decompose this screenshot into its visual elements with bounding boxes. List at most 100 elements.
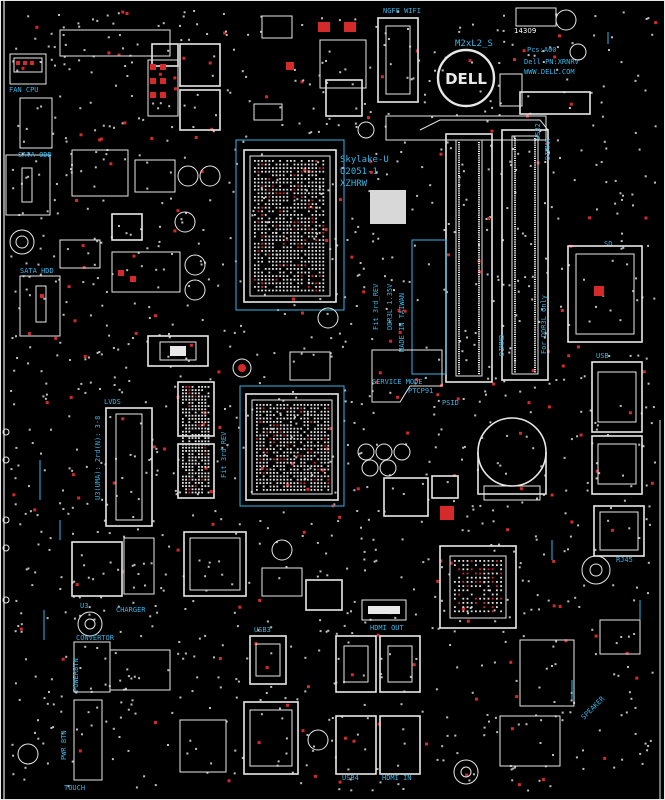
hdmi-out-connector[interactable] bbox=[361, 599, 407, 621]
dimm-keepout bbox=[411, 239, 447, 375]
usb4-connector[interactable] bbox=[335, 635, 377, 693]
usb-port-1[interactable] bbox=[591, 361, 643, 433]
mount-hole-4 bbox=[77, 611, 103, 637]
m2-l2-s-label: M2xL2_S bbox=[455, 39, 493, 49]
usb3-label: USB3 bbox=[254, 626, 271, 634]
ic-u-a bbox=[71, 149, 129, 197]
mount-hole-3 bbox=[581, 555, 611, 585]
dell-pn-label: Dell PN:XRNRV bbox=[524, 58, 580, 66]
u3-charger-label: U3 bbox=[80, 602, 88, 610]
inductor-6 bbox=[431, 475, 459, 499]
ic-bottom-2 bbox=[109, 649, 171, 691]
cap-2 bbox=[199, 165, 221, 187]
convertor-label: CONVERTOR bbox=[76, 634, 115, 642]
svg-text:DELL: DELL bbox=[445, 70, 487, 88]
service-mode-pad bbox=[371, 349, 443, 403]
ptcp-label: PTCP91 bbox=[408, 387, 433, 395]
lvds-label: LVDS bbox=[104, 398, 121, 406]
usb-charge-ic bbox=[319, 39, 367, 89]
power-btn-label: POWERBTN bbox=[72, 658, 80, 692]
sata-odd-connector[interactable] bbox=[5, 154, 51, 216]
hdmi-in-label: HDMI IN bbox=[382, 774, 412, 782]
ngff-wifi-slot[interactable] bbox=[377, 17, 419, 103]
charger-ic bbox=[71, 541, 123, 597]
fan-cpu-label: FAN CPU bbox=[9, 86, 39, 94]
dell-url-label: WWW.DELL.COM bbox=[524, 68, 575, 76]
mount-hole-2 bbox=[555, 9, 577, 31]
sata-hdd-label: SATA HDD bbox=[20, 267, 54, 275]
usb-port-4[interactable] bbox=[379, 715, 421, 775]
pwr-btn-label: PWR BTN bbox=[60, 730, 68, 760]
charger-mosfets bbox=[123, 537, 155, 595]
ic-bottom-right-2 bbox=[499, 715, 561, 767]
ic-mid bbox=[289, 351, 331, 381]
cpu-label-3: XZHRW bbox=[340, 179, 368, 189]
touch-label: TOUCH bbox=[64, 784, 85, 792]
memory-chip-1 bbox=[177, 381, 215, 437]
dimm-a-slot[interactable] bbox=[445, 133, 493, 383]
u3-label: U3(UMA): 2rd(N): 3-8 bbox=[94, 416, 102, 500]
usb-label: USB bbox=[596, 352, 609, 360]
sd-card-slot[interactable] bbox=[567, 245, 643, 343]
ic-mid-left bbox=[59, 239, 101, 269]
connector-mid bbox=[325, 79, 363, 117]
ngff-wifi-label: NGFF WIFI bbox=[383, 7, 421, 15]
inductor-5 bbox=[383, 477, 429, 517]
coin-battery bbox=[477, 417, 547, 487]
cpu-label-2: U2051-1 bbox=[340, 167, 378, 177]
psid-label: PSID bbox=[442, 399, 459, 407]
cpu-keepout bbox=[235, 139, 345, 311]
dimm-b-slot[interactable] bbox=[501, 129, 549, 381]
made-in-label: MADE IN TAIWAN bbox=[398, 293, 406, 352]
pch-fit-label: Fit 3rd_REV bbox=[220, 431, 228, 478]
ic-bottom-right bbox=[519, 639, 575, 707]
usb-port-2[interactable] bbox=[591, 435, 643, 495]
dimm-fit-note: Fit 3rd_REV bbox=[372, 283, 380, 330]
chip-square bbox=[370, 190, 406, 224]
lan-magnetics bbox=[243, 701, 299, 775]
audio-codec bbox=[183, 531, 247, 597]
usb3-connector[interactable] bbox=[249, 635, 287, 685]
cpu-package: Skylake-U U2051-1 XZHRW bbox=[243, 149, 389, 303]
connector-top-right bbox=[519, 91, 591, 115]
cert-marks bbox=[515, 7, 557, 27]
fan-cpu-connector[interactable]: FAN CPU bbox=[9, 53, 47, 94]
usb4-label: USB4 bbox=[342, 774, 359, 782]
ic-lower-2 bbox=[305, 579, 343, 611]
dimm-a-label: DIMMA bbox=[544, 138, 552, 160]
ic-u-b bbox=[134, 159, 176, 193]
sd-label: SD bbox=[604, 240, 612, 248]
dimm-only-label: For DDR3L Only bbox=[540, 295, 548, 354]
sata-hdd-connector[interactable] bbox=[19, 275, 61, 337]
rj45-connector[interactable] bbox=[593, 505, 645, 557]
usb-port-3[interactable] bbox=[335, 715, 377, 775]
hdmi-in-connector[interactable] bbox=[379, 635, 421, 693]
board-code-label: 14309 bbox=[514, 27, 536, 35]
dell-logo: DELL bbox=[436, 48, 496, 108]
touch-connector[interactable] bbox=[73, 699, 103, 781]
speaker-label: SPEAKER bbox=[580, 694, 607, 721]
ic-bottom-left bbox=[179, 719, 227, 773]
dimm-ddr-note: DDR3L 1.35V bbox=[386, 283, 394, 330]
usb2-label: USB2 bbox=[534, 123, 542, 140]
sata-odd-label: SATA ODD bbox=[18, 151, 52, 159]
inductor-2 bbox=[179, 43, 221, 87]
speaker-connector[interactable] bbox=[599, 619, 641, 655]
service-mode-label: SERVICE MODE bbox=[372, 378, 423, 386]
inductor-3 bbox=[179, 89, 221, 131]
cap-1 bbox=[177, 165, 199, 187]
power-stage bbox=[147, 59, 179, 117]
ic-lower-1 bbox=[261, 567, 303, 597]
small-ic-1 bbox=[261, 15, 293, 39]
lvds-connector[interactable] bbox=[105, 407, 153, 527]
mount-hole-5 bbox=[17, 743, 39, 765]
pch-package bbox=[245, 393, 339, 501]
cpu-label-1: Skylake-U bbox=[340, 155, 389, 165]
charger-label: CHARGER bbox=[116, 606, 146, 614]
mount-hole-6 bbox=[453, 759, 479, 785]
inductor-4 bbox=[111, 213, 143, 241]
hdmi-out-label: HDMI OUT bbox=[370, 624, 405, 632]
dimm-b-label: DIMMB bbox=[498, 335, 506, 356]
